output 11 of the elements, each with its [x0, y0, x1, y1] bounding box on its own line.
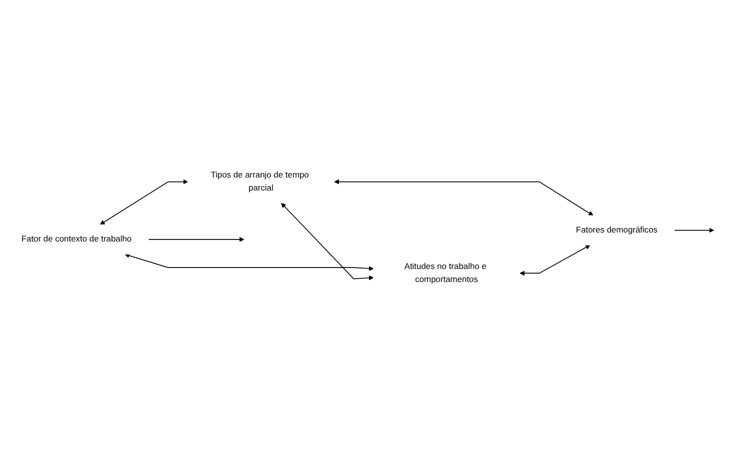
arrow — [124, 253, 374, 271]
arrow — [674, 228, 714, 233]
node-text: Fatores demográficos — [576, 225, 658, 235]
node-text: Fator de contexto de trabalho — [21, 234, 132, 244]
arrow — [281, 202, 374, 280]
arrow — [100, 179, 188, 225]
arrow — [148, 236, 244, 242]
arrow — [520, 244, 590, 276]
node-text: Atitudes no trabalho e comportamentos — [404, 262, 486, 284]
arrow — [334, 179, 594, 216]
node-text: Tipos de arranjo de tempo parcial — [210, 170, 309, 192]
